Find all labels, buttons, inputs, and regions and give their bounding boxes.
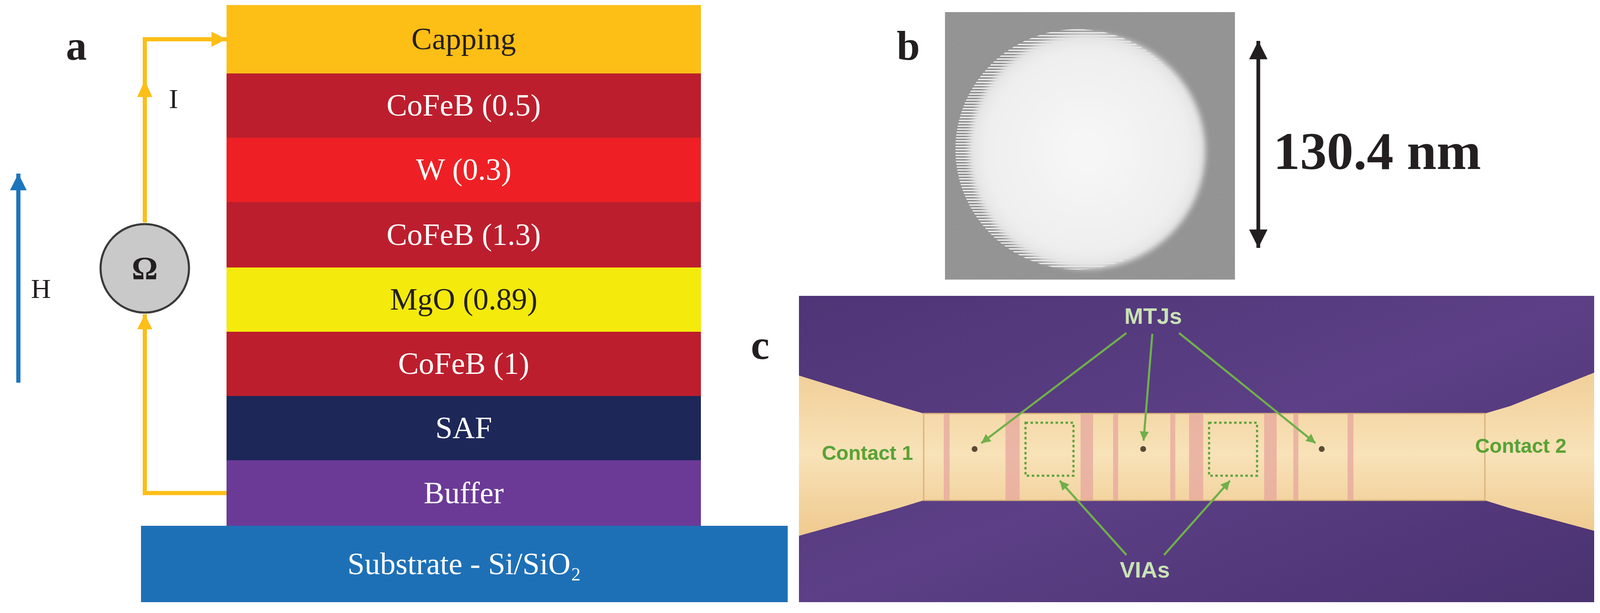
- saf-layer: SAF: [226, 395, 701, 461]
- layer-name: Capping: [411, 22, 517, 56]
- contact-label: Contact 2: [1475, 435, 1567, 458]
- layer-name: CoFeB (1): [398, 346, 530, 381]
- spacer-layer: W (0.3): [226, 137, 701, 202]
- field-label: H: [30, 273, 51, 305]
- layer-name: MgO (0.89): [390, 282, 538, 317]
- optical-micrograph: [798, 295, 1595, 603]
- segment-edges: [943, 413, 1354, 501]
- layer-name: Substrate - Si/SiO₂: [347, 546, 582, 581]
- field-arrow: [16, 173, 21, 383]
- current-wire: [144, 39, 227, 223]
- mtj-dot: [971, 445, 978, 452]
- sem-background: [944, 12, 1235, 280]
- via-square: [1025, 422, 1074, 476]
- electrode-bar: [798, 372, 1595, 536]
- free-layer: CoFeB (0.5): [226, 73, 701, 138]
- ohmmeter-circle: [100, 224, 189, 313]
- panel-letter: b: [896, 22, 920, 69]
- ohmmeter-symbol: Ω: [98, 222, 191, 315]
- panel-letter: a: [65, 22, 87, 69]
- layer-name: CoFeB (0.5): [386, 88, 542, 123]
- current-wire: [144, 314, 227, 494]
- substrate-layer: Substrate - Si/SiO₂: [141, 525, 788, 603]
- dimension-label: 130.4 nm: [1273, 121, 1482, 181]
- leader-lines: [981, 332, 1316, 555]
- micrograph-background: [798, 295, 1595, 603]
- sem-image: [944, 12, 1235, 280]
- layer-name: SAF: [435, 410, 493, 445]
- sem-noise: [944, 12, 1235, 280]
- dimension-arrow: [1256, 40, 1261, 248]
- layer-name: Buffer: [423, 476, 504, 510]
- free-layer: CoFeB (1.3): [226, 201, 701, 268]
- callout-label: VIAs: [1119, 557, 1170, 583]
- contact-label: Contact 1: [821, 442, 914, 465]
- tunnel-barrier: MgO (0.89): [226, 267, 701, 332]
- via-square: [1209, 422, 1258, 476]
- ohm-symbol: Ω: [131, 250, 158, 287]
- mtj-pillar-disk: [968, 33, 1206, 269]
- bar-outline: [923, 413, 1485, 501]
- panel-letter: c: [750, 322, 770, 368]
- mtj-dot: [1140, 445, 1147, 452]
- mtj-dot: [1318, 445, 1325, 452]
- layer-name: W (0.3): [415, 152, 512, 187]
- callout-label: MTJs: [1124, 303, 1182, 329]
- current-arrowhead: [137, 80, 153, 98]
- buffer-layer: Buffer: [226, 460, 701, 526]
- current-label: I: [168, 83, 179, 115]
- layer-name: CoFeB (1.3): [386, 217, 542, 252]
- capping-layer: Capping: [226, 5, 701, 74]
- reference-layer: CoFeB (1): [226, 331, 701, 396]
